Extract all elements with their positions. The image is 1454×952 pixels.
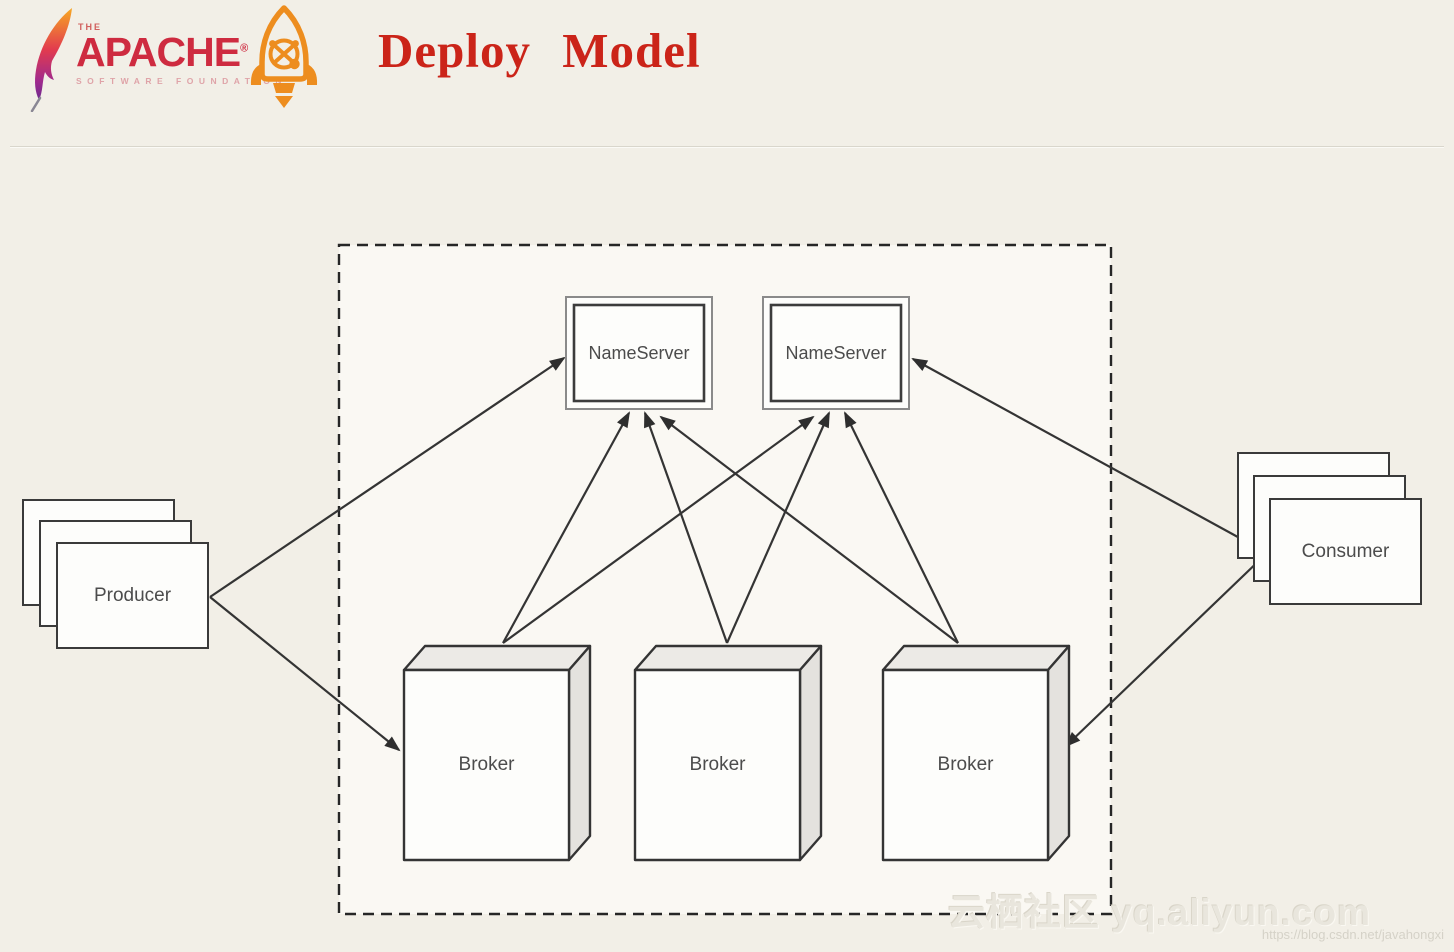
producer-card-front	[56, 542, 209, 649]
apache-wordmark: THE APACHE® SOFTWARE FOUNDATION	[76, 22, 288, 86]
header-divider	[10, 146, 1444, 148]
edge-broker-1-nameserver-1	[502, 411, 630, 644]
yunqi-watermark: 云栖社区 yq.aliyun.com	[948, 892, 1372, 933]
consumer-stack	[1237, 452, 1422, 605]
edges	[209, 356, 1268, 752]
header: THE APACHE® SOFTWARE FOUNDATION Deploy	[0, 0, 1454, 146]
apache-the-label: THE	[78, 22, 102, 32]
edge-producer-nameserver-1	[209, 356, 566, 598]
consumer-card-front	[1269, 498, 1422, 605]
nameserver-2-box	[762, 296, 910, 410]
edge-broker-2-nameserver-1	[643, 411, 729, 644]
edge-broker-1-nameserver-2	[502, 415, 815, 644]
broker-3-box	[881, 644, 1071, 862]
edge-broker-3-nameserver-1	[659, 415, 959, 644]
edge-consumer-nameserver-2	[911, 358, 1268, 554]
registered-mark: ®	[240, 42, 248, 55]
nameserver-1-box	[565, 296, 713, 410]
broker-1-box	[402, 644, 592, 862]
edge-broker-2-nameserver-2	[725, 411, 831, 644]
edge-consumer-broker-3	[1064, 552, 1268, 748]
edge-producer-broker-1	[209, 596, 401, 752]
page-title: Deploy Model	[378, 23, 701, 78]
apache-subtitle-label: SOFTWARE FOUNDATION	[76, 76, 288, 86]
csdn-url-watermark: https://blog.csdn.net/javahongxi	[1261, 927, 1444, 942]
edge-broker-3-nameserver-2	[844, 411, 959, 644]
producer-stack	[22, 499, 209, 649]
rocketmq-rocket-icon	[250, 5, 318, 108]
apache-feather-icon	[30, 8, 72, 112]
apache-name-label: APACHE®	[76, 29, 248, 75]
broker-2-box	[633, 644, 823, 862]
